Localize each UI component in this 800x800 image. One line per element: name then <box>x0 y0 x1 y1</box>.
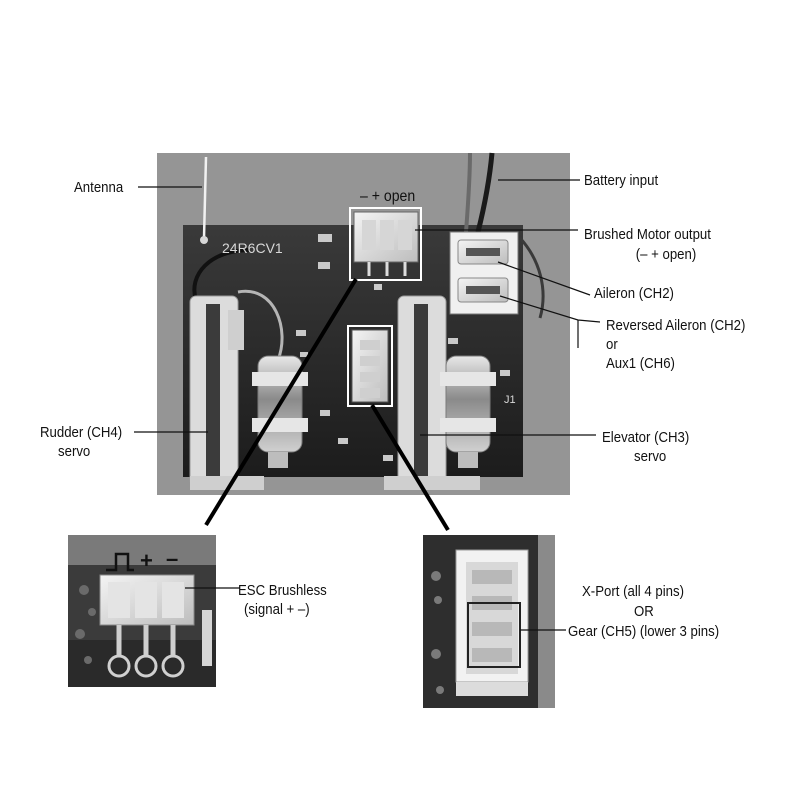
label-xport-or: OR <box>634 603 654 620</box>
label-battery-input: Battery input <box>584 172 659 189</box>
rudder-wire-grey <box>237 289 284 361</box>
label-aux1: Aux1 (CH6) <box>606 355 675 372</box>
esc-plus-mark: + <box>140 548 153 573</box>
callout-lines <box>134 179 601 631</box>
label-gear: Gear (CH5) (lower 3 pins) <box>568 623 720 640</box>
label-reversed-aileron-or: or <box>606 336 618 353</box>
label-xport: X-Port (all 4 pins) <box>582 583 684 600</box>
zoom-lines <box>204 277 450 532</box>
label-elevator-servo: servo <box>634 448 667 465</box>
esc-inset-photo <box>68 535 216 687</box>
xport-highlight-box <box>347 325 393 407</box>
label-connector-polarity: – + open <box>360 188 416 205</box>
esc-minus-mark: – <box>166 546 179 571</box>
elevator-servo <box>384 295 496 490</box>
label-elevator: Elevator (CH3) <box>602 429 690 446</box>
gear-pins-highlight <box>467 602 521 668</box>
motor-aileron-connectors <box>449 231 519 315</box>
zoom-line-xport <box>370 403 450 532</box>
battery-wire-dark <box>475 152 495 233</box>
label-rudder-servo: servo <box>58 443 91 460</box>
label-brushed-motor: Brushed Motor output <box>584 226 711 243</box>
xport-inset-photo <box>423 535 555 708</box>
antenna-wire <box>202 156 208 239</box>
esc-connector-top <box>353 211 419 276</box>
esc-highlight-box <box>349 207 422 281</box>
label-brushed-motor-polarity: (– + open) <box>635 246 697 263</box>
label-esc-signal: (signal + –) <box>244 601 310 618</box>
battery-wire-light <box>464 152 472 233</box>
label-antenna: Antenna <box>74 179 124 196</box>
board-model-marking: 24R6CV1 <box>222 240 283 256</box>
label-reversed-aileron: Reversed Aileron (CH2) <box>606 317 746 334</box>
xport-connector-center <box>351 329 389 403</box>
label-aileron: Aileron (CH2) <box>594 285 674 302</box>
label-esc-brushless: ESC Brushless <box>238 582 327 599</box>
leader-aileron <box>497 261 591 296</box>
motor-wire <box>518 236 545 319</box>
main-photo <box>157 152 570 495</box>
board-corner-marking: J1 <box>504 394 516 406</box>
zoom-line-esc <box>204 277 358 527</box>
signal-pulse-icon <box>106 552 134 572</box>
label-rudder: Rudder (CH4) <box>40 424 123 441</box>
rudder-wire-dark <box>192 248 251 301</box>
